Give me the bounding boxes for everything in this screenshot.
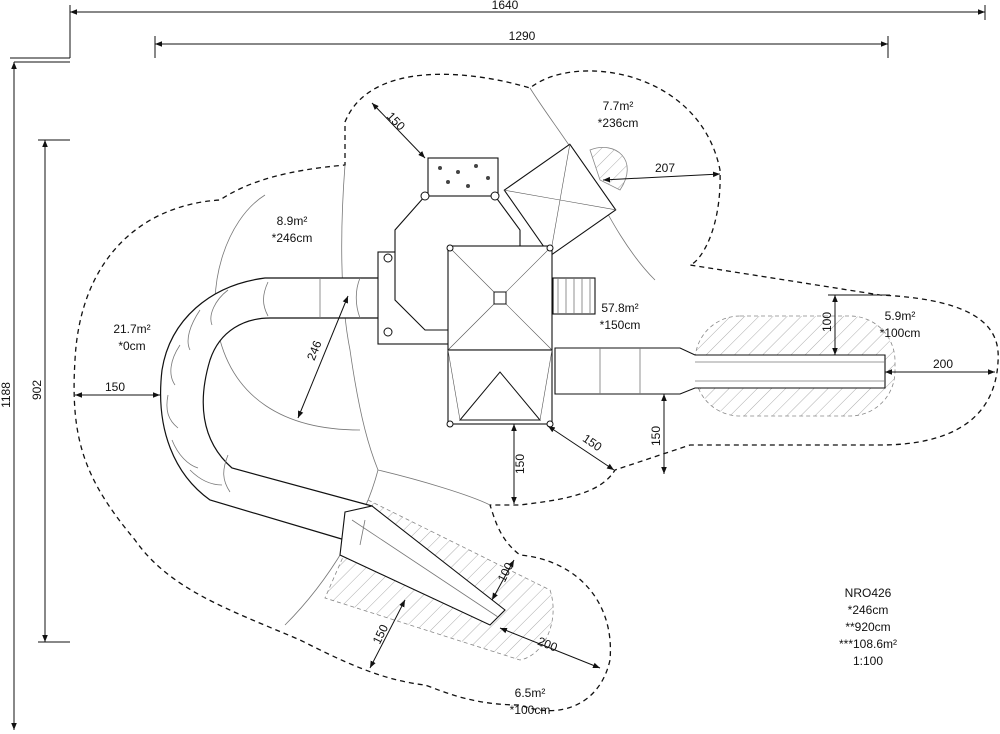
area-upper-left: 8.9m² *246cm — [272, 214, 313, 245]
area-bottom: 6.5m² *100cm — [510, 686, 551, 717]
clearance-tower-bottom: 150 — [511, 424, 527, 504]
inner-height-label: 902 — [30, 380, 44, 400]
overall-height-dimension: 1188 — [0, 61, 70, 730]
area-top-size: 7.7m² — [603, 99, 634, 113]
ladder — [552, 277, 596, 315]
top-roof — [503, 143, 617, 257]
lower-slide — [339, 505, 506, 626]
area-center-size: 57.8m² — [601, 301, 638, 315]
area-left: 21.7m² *0cm — [113, 322, 150, 353]
title-height2: **920cm — [845, 620, 890, 634]
area-top-height: *236cm — [598, 116, 639, 130]
area-top: 7.7m² *236cm — [598, 99, 639, 130]
title-height1: *246cm — [848, 603, 889, 617]
title-area: ***108.6m² — [839, 637, 897, 651]
clearance-lower-slide-run-label: 200 — [536, 634, 560, 655]
clearance-right-slide-run: 200 — [885, 357, 995, 375]
inner-width-label: 1290 — [509, 29, 536, 43]
area-center-height: *150cm — [600, 318, 641, 332]
overall-width-label: 1640 — [492, 0, 519, 12]
area-right: 5.9m² *100cm — [880, 309, 921, 340]
clearance-right-slide-run-label: 200 — [933, 357, 953, 371]
area-left-size: 21.7m² — [113, 322, 150, 336]
clearance-top-left-label: 150 — [384, 109, 408, 133]
area-bottom-height: *100cm — [510, 703, 551, 717]
clearance-right-slide-width: 100 — [820, 294, 890, 355]
area-center: 57.8m² *150cm — [600, 301, 641, 332]
clearance-tower-front-label: 150 — [580, 431, 605, 454]
clearance-lower-slide-side-label: 150 — [370, 622, 392, 646]
area-right-size: 5.9m² — [885, 309, 916, 323]
clearance-right-slide-width-label: 100 — [820, 312, 834, 332]
area-left-height: *0cm — [118, 339, 145, 353]
clearance-top-right: 207 — [602, 161, 721, 183]
area-upper-left-size: 8.9m² — [277, 214, 308, 228]
zone-divider-bottom — [377, 469, 491, 506]
tower-structure — [377, 143, 617, 428]
clearance-right-bottom: 150 — [649, 394, 667, 474]
clearance-top-left: 150 — [371, 102, 426, 159]
clearance-tower-bottom-label: 150 — [513, 454, 527, 474]
title-code: NRO426 — [845, 586, 892, 600]
title-block: NRO426 *246cm **920cm ***108.6m² 1:100 — [839, 586, 897, 668]
right-slide — [554, 347, 886, 395]
clearance-tube-radius-label: 246 — [304, 338, 325, 362]
area-bottom-size: 6.5m² — [515, 686, 546, 700]
inner-height-dimension: 902 — [30, 139, 70, 643]
main-roof — [447, 245, 553, 351]
overall-width-dimension: 1640 — [10, 0, 986, 59]
clearance-right-bottom-label: 150 — [649, 426, 663, 446]
clearance-tower-front: 150 — [547, 425, 615, 471]
overall-height-label: 1188 — [0, 382, 13, 408]
clearance-left: 150 — [75, 380, 160, 398]
clearance-left-label: 150 — [105, 380, 125, 394]
inner-width-dimension: 1290 — [154, 29, 889, 58]
clearance-top-right-label: 207 — [655, 161, 675, 175]
lower-roof — [447, 349, 553, 425]
area-upper-left-height: *246cm — [272, 231, 313, 245]
title-scale: 1:100 — [853, 654, 883, 668]
area-right-height: *100cm — [880, 326, 921, 340]
